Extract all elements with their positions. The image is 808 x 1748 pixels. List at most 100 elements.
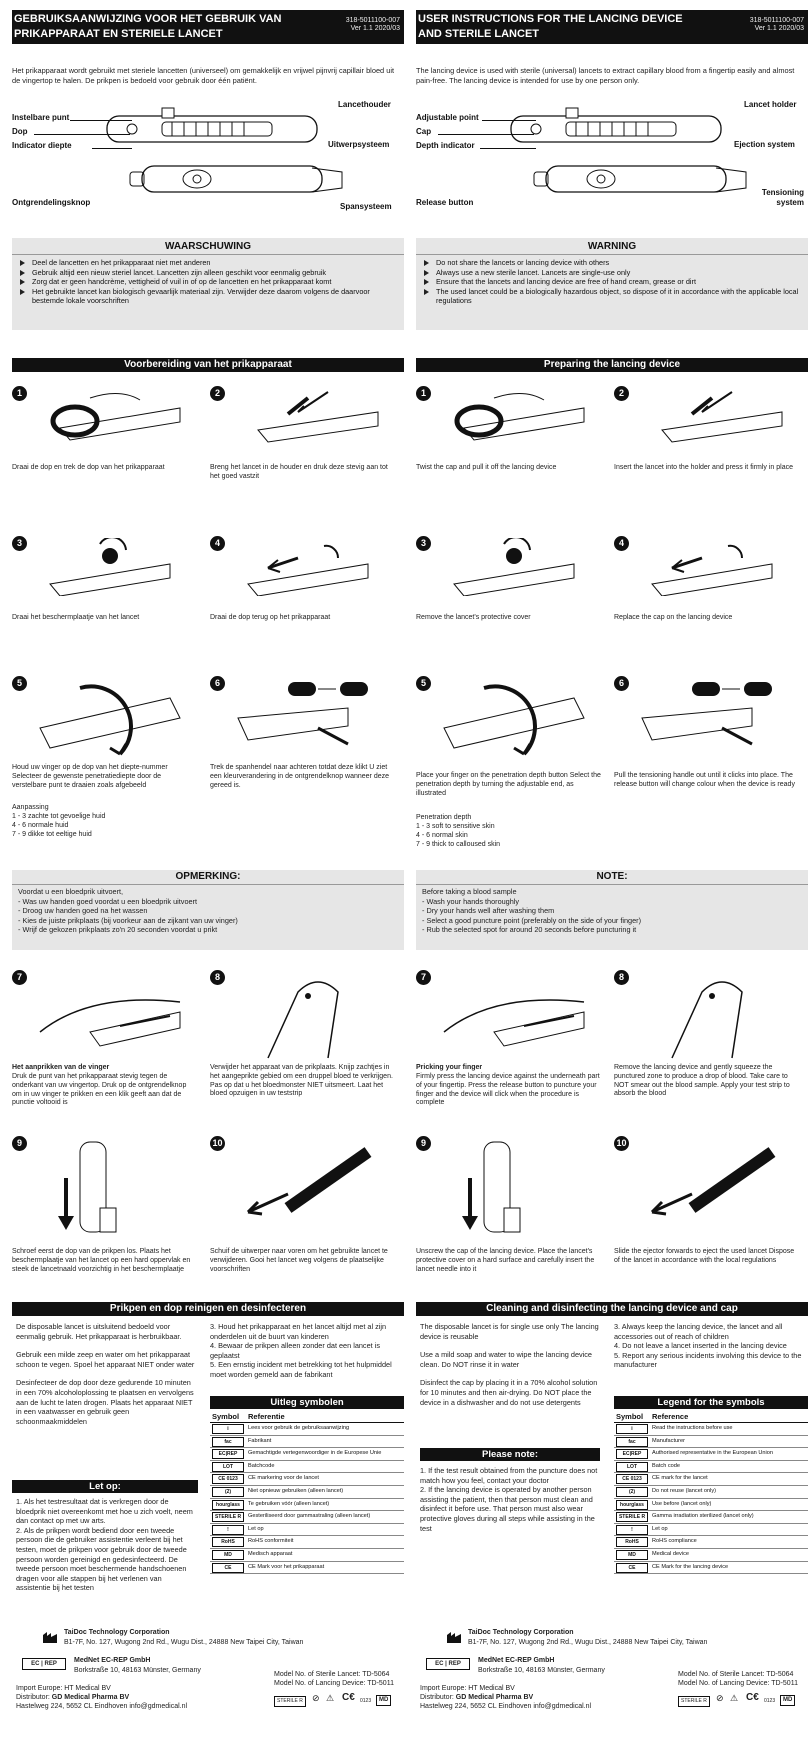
step-number: 5 <box>12 676 27 691</box>
step-3: 3 Remove the lancet's protective cover <box>416 536 606 626</box>
step-9: 9 Schroef eerst de dop van de prikpen lo… <box>12 1136 202 1276</box>
note-line: - Droog uw handen goed na het wassen <box>18 906 148 916</box>
label-tensioning-system: Tensioning system <box>761 188 804 207</box>
clean-title: Cleaning and disinfecting the lancing de… <box>416 1302 808 1316</box>
note-box: OPMERKING: Voordat u een bloedprik uitvo… <box>12 870 404 950</box>
attention-text: 1. Als het testresultaat dat is verkrege… <box>16 1497 193 1593</box>
step-number: 3 <box>12 536 27 551</box>
step-4: 4 Replace the cap on the lancing device <box>614 536 804 626</box>
warning-item: The used lancet could be a biologically … <box>424 287 800 306</box>
lancing-device-illustration <box>106 107 343 193</box>
sterile-r-icon: STERILE R <box>274 1696 306 1707</box>
step-number: 8 <box>210 970 225 985</box>
note-box: NOTE: Before taking a blood sample - Was… <box>416 870 808 950</box>
document-title: GEBRUIKSAANWIJZING VOOR HET GEBRUIK VAN … <box>14 13 282 40</box>
label-depth-indicator: Indicator diepte <box>12 141 72 150</box>
step-text: Remove the lancing device and gently squ… <box>614 1064 790 1098</box>
step-7: 7 Pricking your finger Firmly press the … <box>416 970 606 1120</box>
warning-item: Gebruik altijd een nieuw steriel lancet.… <box>20 268 396 278</box>
ce-mark-icon: C€ <box>342 1692 355 1703</box>
warning-box: WAARSCHUWING Deel de lancetten en het pr… <box>12 238 404 330</box>
step-text: Slide the ejector forwards to eject the … <box>614 1248 795 1264</box>
step-illustration <box>237 682 368 746</box>
warning-item: Always use a new sterile lancet. Lancets… <box>424 268 800 278</box>
step-illustration <box>443 999 585 1047</box>
lot-icon: LOT <box>212 1461 244 1472</box>
label-adjustable-point: Adjustable point <box>416 113 479 122</box>
depth-title: Penetration depth <box>416 814 472 821</box>
label-cap: Dop <box>12 127 28 136</box>
step-title: Pricking your finger <box>416 1064 483 1071</box>
note-line: - Wrijf de gekozen prikplaats zo'n 20 se… <box>18 925 218 935</box>
step-text: Pull the tensioning handle out until it … <box>614 772 795 788</box>
document-code: 318-5011100-007 Ver 1.1 2020/03 <box>345 17 400 32</box>
footer: TaiDoc Technology Corporation B1-7F, No.… <box>420 1629 798 1710</box>
rohs-icon: RoHS <box>212 1537 244 1548</box>
ce-0123-icon: CE 0123 <box>616 1474 648 1485</box>
step-2: 2 Breng het lancet in de houder en druk … <box>210 386 400 480</box>
note-line: - Select a good puncture point (preferab… <box>422 915 642 925</box>
step-illustration <box>247 544 369 596</box>
label-cap: Cap <box>416 127 432 136</box>
step-illustration <box>50 393 181 441</box>
label-tensioning-system: Spansysteem <box>340 202 392 211</box>
document-title: USER INSTRUCTIONS FOR THE LANCING DEVICE… <box>418 13 683 40</box>
step-text: Draai de dop terug op het prikapparaat <box>210 614 331 621</box>
attention-title: Please note: <box>420 1448 600 1461</box>
prep-title: Voorbereiding van het prikapparaat <box>12 358 404 372</box>
header-bar: USER INSTRUCTIONS FOR THE LANCING DEVICE… <box>416 10 808 44</box>
label-ejection-system: Uitwerpsysteem <box>328 140 390 149</box>
leader-line <box>480 148 536 149</box>
lot-icon: LOT <box>616 1461 648 1472</box>
md-icon: MD <box>376 1695 392 1706</box>
clean-left: De disposable lancet is uitsluitend bedo… <box>16 1322 195 1426</box>
step-3: 3 Draai het beschermplaatje van het lanc… <box>12 536 202 626</box>
step-text: Unscrew the cap of the lancing device. P… <box>416 1248 595 1273</box>
step-number: 10 <box>210 1136 225 1151</box>
leader-line <box>34 134 130 135</box>
step-text: Draai de dop en trek de dop van het prik… <box>12 464 165 471</box>
step-text: Draai het beschermplaatje van het lancet <box>12 614 140 621</box>
ec-rep-icon: EC | REP <box>22 1658 66 1670</box>
legend-title: Uitleg symbolen <box>210 1396 404 1409</box>
step-text: Insert the lancet into the holder and pr… <box>614 464 793 471</box>
warning-item: Het gebruikte lancet kan biologisch geva… <box>20 287 396 306</box>
leader-line <box>482 120 536 121</box>
leader-line <box>92 148 132 149</box>
step-number: 2 <box>614 386 629 401</box>
step-number: 7 <box>416 970 431 985</box>
step-illustration <box>246 1147 372 1216</box>
warning-box: WARNING Do not share the lancets or lanc… <box>416 238 808 330</box>
sterile-r-icon: STERILE R <box>678 1696 710 1707</box>
clean-right: 3. Always keep the lancing device, the l… <box>614 1322 802 1370</box>
depth-line: 7 - 9 thick to calloused skin <box>416 841 501 848</box>
note-line: Voordat u een bloedprik uitvoert, <box>18 887 124 896</box>
step-text: Schroef eerst de dop van de prikpen los.… <box>12 1248 191 1273</box>
step-number: 9 <box>12 1136 27 1151</box>
depth-line: 4 - 6 normal skin <box>416 832 468 839</box>
step-illustration <box>39 684 181 756</box>
column-english: USER INSTRUCTIONS FOR THE LANCING DEVICE… <box>416 0 808 1748</box>
note-line: - Kies de juiste prikplaats (bij voorkeu… <box>18 915 238 925</box>
sterile-r-icon: STERILE R <box>212 1512 244 1523</box>
depth-line: 7 - 9 dikke tot eeltige huid <box>12 831 92 838</box>
step-illustration <box>671 981 743 1059</box>
step-6: 6 Pull the tensioning handle out until i… <box>614 676 804 806</box>
step-number: 1 <box>416 386 431 401</box>
instructions-icon: i <box>212 1424 244 1434</box>
manufacturer-icon: fac <box>212 1436 244 1447</box>
step-number: 10 <box>614 1136 629 1151</box>
label-lancet-holder: Lancet holder <box>744 100 797 109</box>
step-text: Trek de spanhendel naar achteren totdat … <box>210 764 390 789</box>
